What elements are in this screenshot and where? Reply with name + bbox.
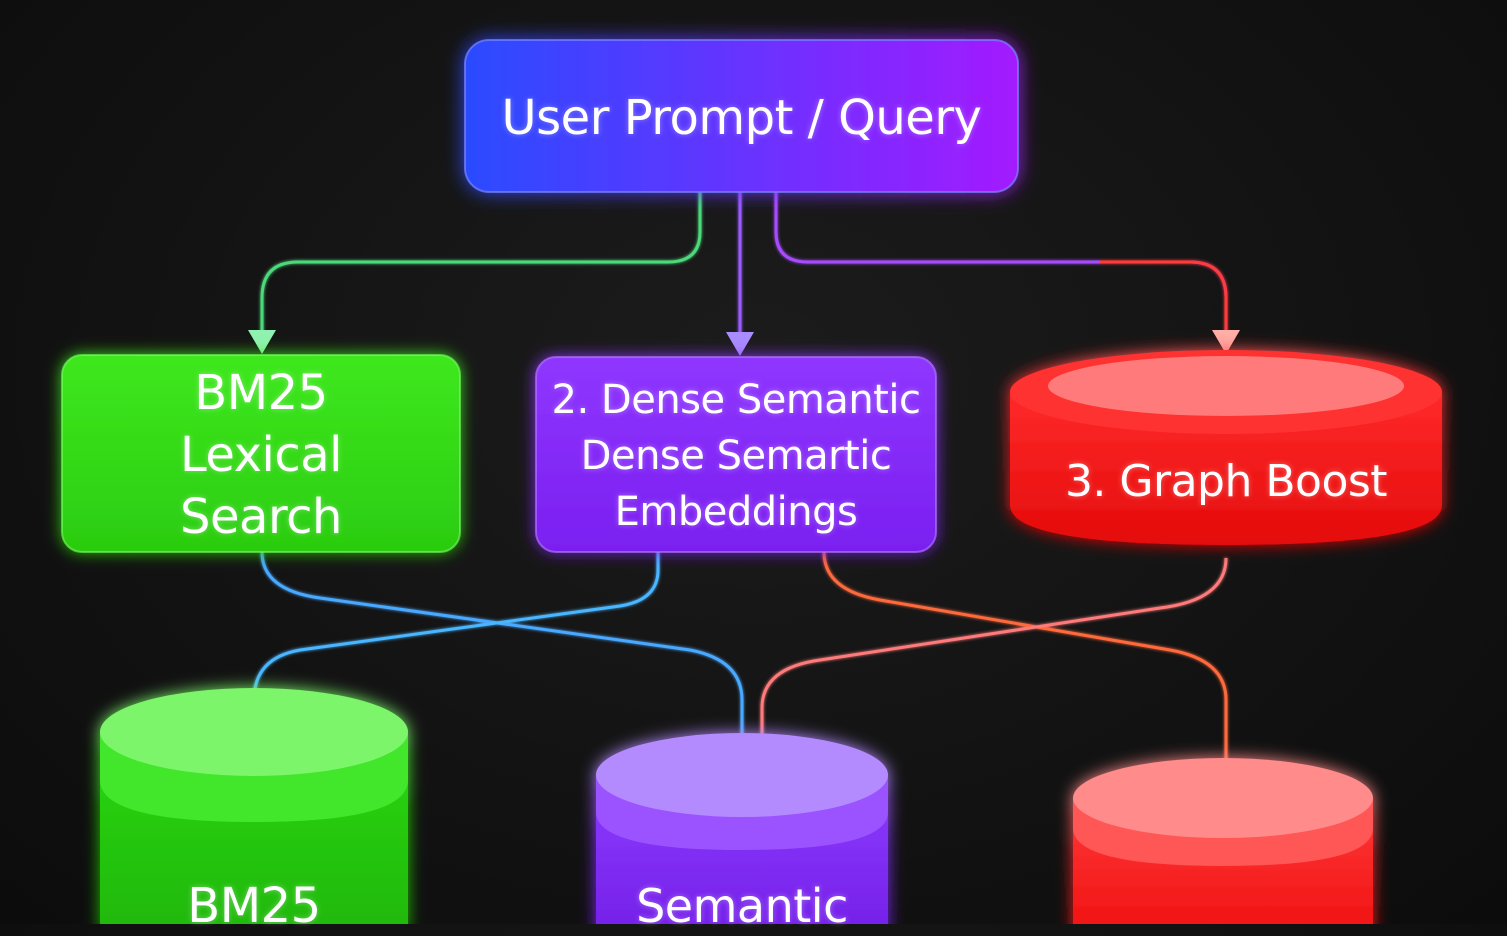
semantic-store-top: [596, 733, 888, 817]
bm25-search-line-1: BM25: [194, 365, 328, 421]
edge-bm25-search-to-semantic-store: [260, 551, 744, 744]
dense-semantic-node: [535, 356, 937, 553]
dense-semantic-label: 2. Dense Semantic Dense Semartic Embeddi…: [536, 372, 936, 540]
bm25-search-line-2: Lexical: [180, 427, 342, 483]
edges: [252, 190, 1228, 786]
bm25-search-node: [61, 354, 461, 553]
bm25-search-border: [61, 354, 461, 553]
edge-dense-semantic-to-bm25-store: [252, 552, 660, 722]
graph-boost-body: [1010, 392, 1442, 545]
graph-boost-node: [1010, 350, 1442, 545]
edge-query-to-graph-boost-red: [1100, 260, 1228, 336]
bm25-search-line-3: Search: [180, 489, 342, 545]
graph-store-top: [1073, 758, 1373, 838]
edge-graph-boost-to-semantic-store: [760, 557, 1228, 740]
dense-semantic-border: [535, 356, 937, 553]
semantic-store-label: Semantic: [636, 879, 848, 933]
bm25-store-label: BM25: [187, 878, 321, 934]
edge-query-to-bm25-search: [260, 190, 702, 340]
graph-store-node: [1073, 758, 1373, 924]
bm25-store-node: [100, 688, 408, 924]
arrowhead-graph-boost: [1212, 330, 1240, 354]
edge-dense-semantic-to-graph-store: [822, 551, 1228, 786]
bm25-search-label: BM25 Lexical Search: [62, 362, 460, 548]
dense-semantic-line-2: Dense Semartic: [580, 433, 892, 479]
bm25-store-top: [100, 688, 408, 776]
bm25-search-box: [62, 355, 460, 552]
dense-semantic-line-1: 2. Dense Semantic: [551, 377, 921, 423]
graph-boost-label: 3. Graph Boost: [1064, 456, 1388, 507]
dense-semantic-line-3: Embeddings: [614, 489, 858, 535]
query-node: [464, 39, 1019, 193]
query-node-box: [465, 40, 1018, 192]
query-node-label: User Prompt / Query: [501, 90, 982, 146]
dense-semantic-box: [536, 357, 936, 552]
arrowhead-bm25-search: [248, 330, 276, 354]
query-node-border: [464, 39, 1019, 193]
graph-boost-top: [1048, 356, 1404, 416]
semantic-store-node: [596, 733, 888, 924]
arrowhead-dense-semantic: [726, 332, 754, 356]
